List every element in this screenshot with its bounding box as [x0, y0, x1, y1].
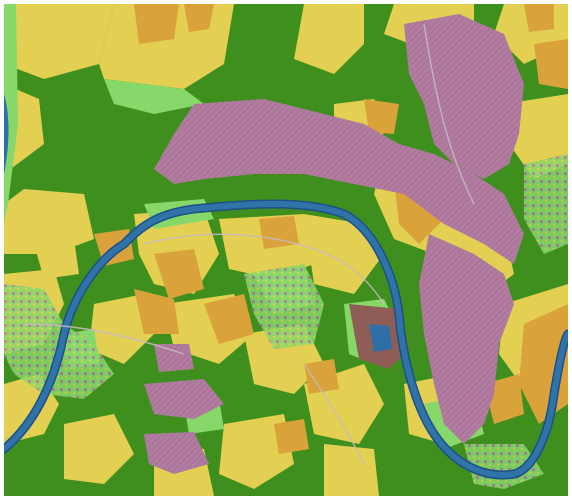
roads [23, 23, 475, 465]
urban-areas [144, 14, 524, 474]
wetland-area [349, 304, 409, 369]
water-bodies [4, 94, 9, 174]
settlement-texture [4, 154, 568, 489]
map-canvas [4, 4, 568, 496]
river-surface [4, 201, 568, 478]
land-cover-map[interactable] [4, 4, 568, 496]
cropland-fields [4, 4, 568, 496]
